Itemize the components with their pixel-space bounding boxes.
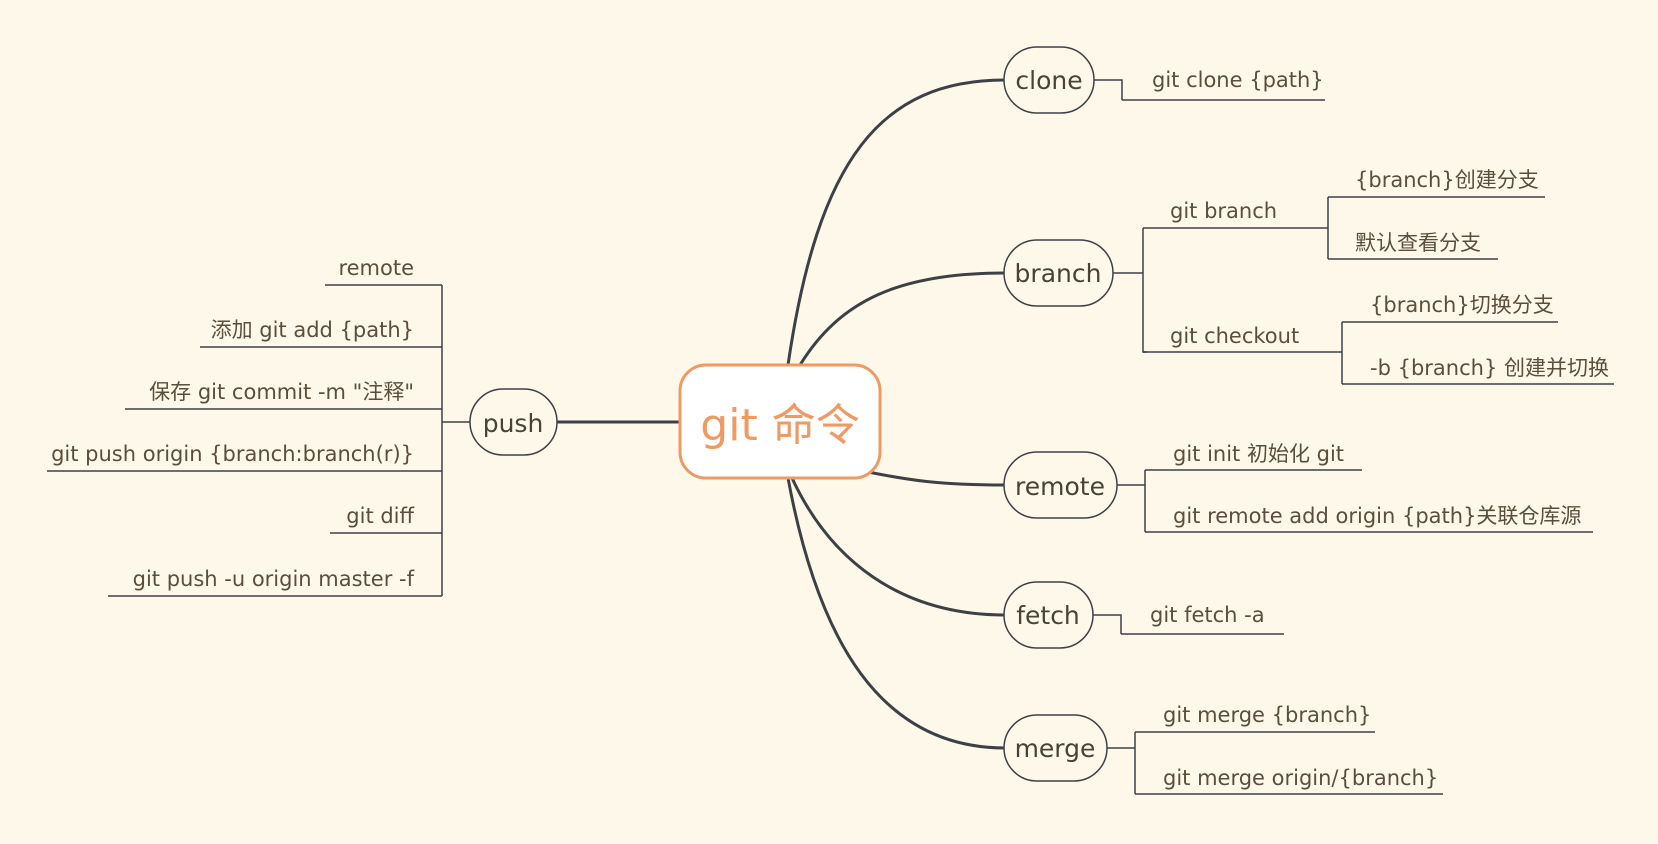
connector-fetch [790, 477, 1006, 617]
topic-merge[interactable]: merge [1003, 714, 1443, 795]
push-item-5: git diff [346, 504, 414, 528]
main-connectors [555, 78, 1006, 750]
center-label: git 命令 [700, 400, 859, 451]
topic-clone[interactable]: clone [1003, 46, 1325, 114]
push-underlines [47, 284, 442, 597]
push-item-4: git push origin {branch:branch(r)} [51, 442, 414, 466]
connector-merge [786, 477, 1006, 750]
git-checkout-label: git checkout [1170, 324, 1299, 348]
remote-item-2: git remote add origin {path}关联仓库源 [1173, 504, 1581, 528]
git-branch-item-1: {branch}创建分支 [1355, 168, 1539, 192]
connector-remote [867, 470, 1006, 487]
topic-branch[interactable]: branch [1003, 227, 1342, 353]
topic-remote[interactable]: remote [1003, 451, 1593, 533]
push-item-3: 保存 git commit -m "注释" [149, 380, 414, 404]
topic-fetch-label: fetch [1016, 601, 1080, 630]
merge-item-2: git merge origin/{branch} [1163, 766, 1438, 790]
merge-item-1: git merge {branch} [1163, 703, 1371, 727]
remote-item-1: git init 初始化 git [1173, 442, 1344, 466]
push-item-1: remote [338, 256, 414, 280]
push-item-6: git push -u origin master -f [133, 567, 415, 591]
fetch-item-1: git fetch -a [1150, 603, 1265, 627]
center-node[interactable]: git 命令 [678, 363, 882, 480]
git-branch-label: git branch [1170, 199, 1277, 223]
topic-push-label: push [483, 409, 544, 438]
git-branch-item-2: 默认查看分支 [1355, 231, 1481, 255]
push-item-2: 添加 git add {path} [211, 318, 414, 342]
connector-branch [798, 271, 1006, 366]
topic-branch-label: branch [1015, 259, 1102, 288]
topic-remote-label: remote [1015, 472, 1105, 501]
topic-push[interactable]: push [441, 285, 558, 596]
git-branch-children [1327, 196, 1545, 260]
git-checkout-children [1341, 321, 1614, 385]
git-checkout-item-2: -b {branch} 创建并切换 [1370, 356, 1609, 380]
git-checkout-item-1: {branch}切换分支 [1370, 293, 1554, 317]
clone-item-1: git clone {path} [1152, 68, 1324, 92]
topic-fetch[interactable]: fetch [1003, 581, 1284, 649]
connector-clone [786, 78, 1006, 366]
topic-merge-label: merge [1015, 734, 1096, 763]
topic-clone-label: clone [1015, 66, 1082, 95]
